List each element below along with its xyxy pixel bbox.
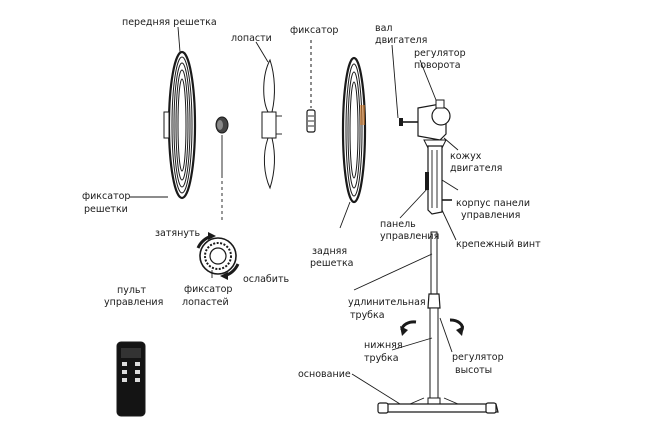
label-rotation-reg-1: регулятор — [414, 48, 466, 59]
motor-head — [399, 99, 451, 149]
label-height-reg-1: регулятор — [452, 352, 504, 363]
labels: передняя решетка лопасти фиксатор вал дв… — [82, 17, 541, 380]
label-lower-tube-2: трубка — [364, 353, 399, 364]
label-panel-body-2: управления — [461, 210, 520, 221]
control-panel-housing — [425, 145, 452, 215]
label-control-panel-1: панель — [380, 219, 416, 230]
label-motor-cover-2: двигателя — [450, 163, 502, 174]
label-remote-1: пульт — [117, 285, 147, 296]
label-mount-screw: крепежный винт — [456, 239, 541, 250]
label-lower-tube-1: нижняя — [364, 340, 403, 351]
label-grille-lock-2: решетки — [84, 204, 128, 215]
remote-control — [116, 341, 146, 417]
label-motor-shaft-2: двигателя — [375, 35, 427, 46]
blade-lock-ring — [196, 232, 240, 280]
front-grille — [163, 50, 197, 200]
label-motor-cover-1: кожух — [450, 151, 482, 162]
label-clamp: фиксатор — [290, 25, 338, 36]
label-panel-body-1: корпус панели — [456, 198, 530, 209]
label-back-grille-1: задняя — [312, 246, 347, 257]
label-blade-lock-1: фиксатор — [184, 284, 232, 295]
label-control-panel-2: управления — [380, 231, 439, 242]
label-ext-tube-1: удлинительная — [348, 297, 426, 308]
label-tighten: затянуть — [155, 228, 200, 239]
label-base: основание — [298, 369, 351, 380]
back-grille — [341, 56, 367, 204]
grille-clamp — [306, 40, 316, 133]
label-blade-lock-2: лопастей — [182, 297, 229, 308]
blade-lock-cap — [215, 116, 229, 134]
fan-stand — [377, 231, 499, 414]
label-loosen: ослабить — [243, 274, 289, 285]
height-rotate-arrows — [400, 318, 464, 336]
label-height-reg-2: высоты — [455, 365, 492, 376]
label-ext-tube-2: трубка — [350, 310, 385, 321]
label-front-grille: передняя решетка — [122, 17, 217, 28]
fan-blades — [261, 58, 282, 190]
label-back-grille-2: решетка — [310, 258, 354, 269]
label-grille-lock-1: фиксатор — [82, 191, 130, 202]
label-blades: лопасти — [231, 33, 272, 44]
label-remote-2: управления — [104, 297, 163, 308]
label-motor-shaft-1: вал — [375, 23, 393, 34]
leader-lines — [130, 26, 459, 405]
label-rotation-reg-2: поворота — [414, 60, 461, 71]
